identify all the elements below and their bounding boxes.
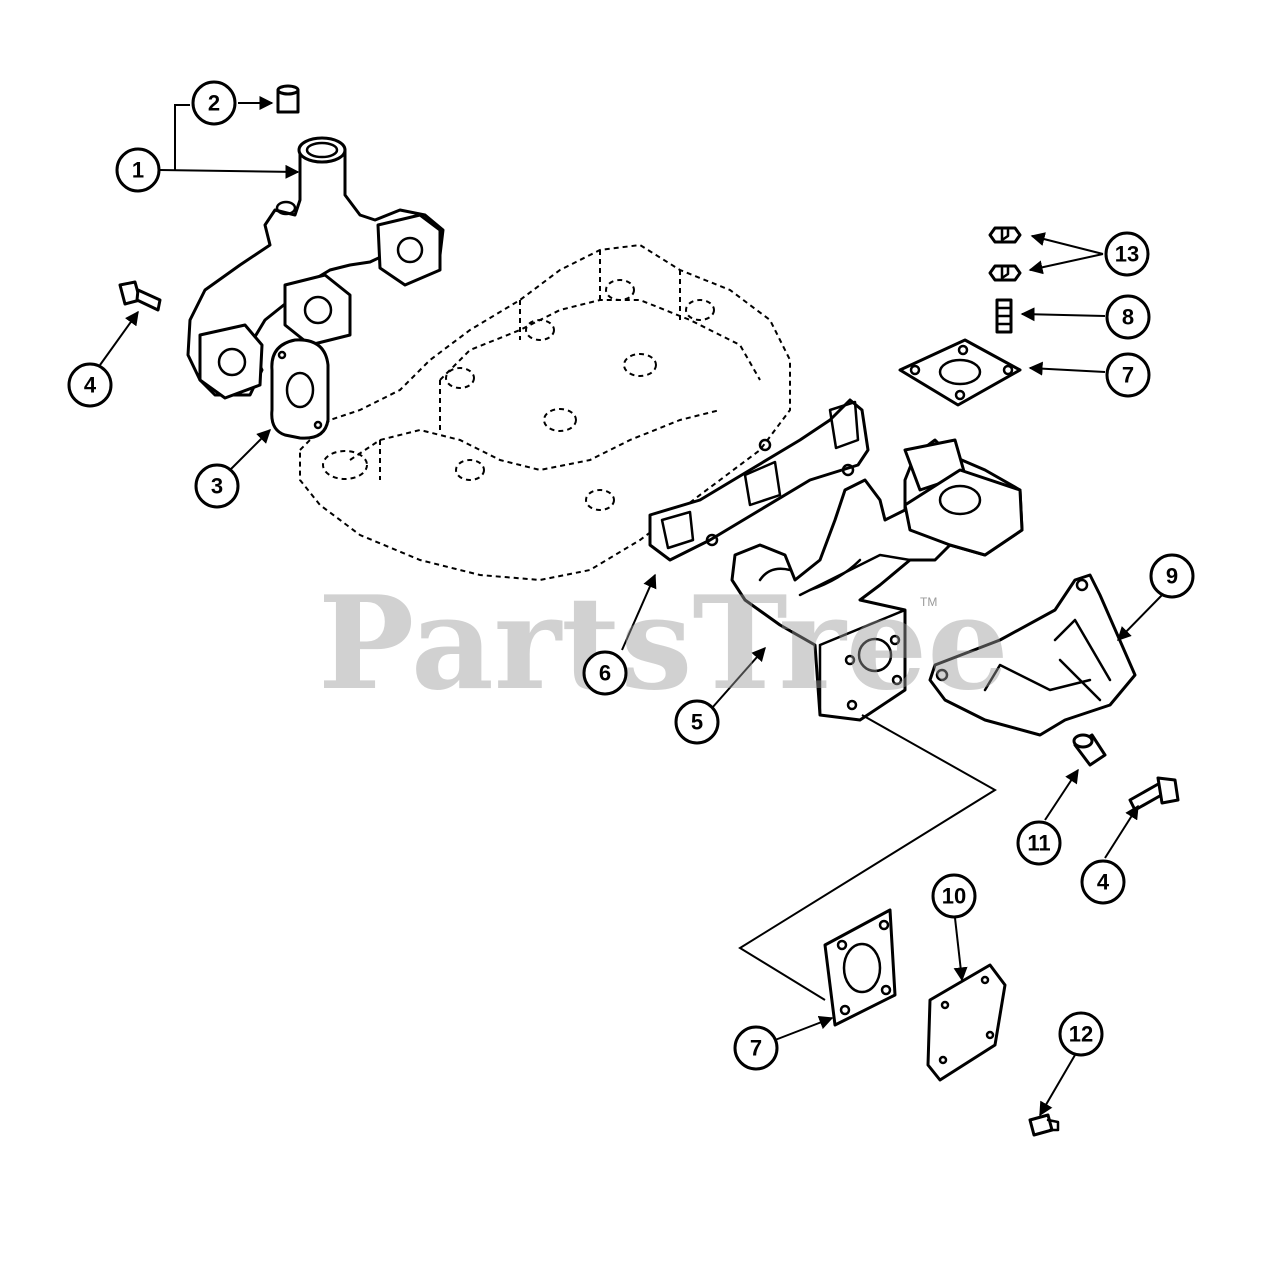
svg-text:2: 2: [208, 91, 220, 116]
svg-text:12: 12: [1069, 1022, 1093, 1047]
watermark-trademark: TM: [920, 595, 937, 609]
callout-4-left[interactable]: 4: [67, 362, 113, 408]
svg-text:4: 4: [1097, 870, 1110, 895]
callout-13[interactable]: 13: [1104, 231, 1150, 277]
spacer-part-11[interactable]: [1072, 733, 1107, 767]
plug-part-2[interactable]: [276, 84, 300, 114]
svg-text:13: 13: [1115, 242, 1139, 267]
svg-text:5: 5: [691, 710, 703, 735]
svg-text:3: 3: [211, 474, 223, 499]
leader-lines: [99, 96, 1166, 1117]
assembly-line: [738, 714, 997, 1001]
bolt-part-12[interactable]: [1028, 1113, 1060, 1137]
exhaust-gasket-part-6[interactable]: [648, 398, 870, 562]
svg-text:11: 11: [1027, 831, 1050, 856]
callout-1[interactable]: 1: [115, 147, 161, 193]
callout-6[interactable]: 6: [582, 650, 628, 696]
callout-5[interactable]: 5: [674, 699, 720, 745]
callout-4-right[interactable]: 4: [1080, 859, 1126, 905]
flange-gasket-part-7-lower[interactable]: [823, 908, 897, 1027]
bolt-part-4-right[interactable]: [1128, 776, 1180, 812]
callout-11[interactable]: 11: [1016, 820, 1062, 866]
svg-text:10: 10: [942, 884, 966, 909]
callout-9[interactable]: 9: [1149, 553, 1195, 599]
callout-7-upper[interactable]: 7: [1105, 352, 1151, 398]
heat-shield-part-9[interactable]: [928, 573, 1137, 737]
svg-text:1: 1: [132, 158, 144, 183]
water-manifold-part-1[interactable]: [186, 136, 445, 400]
watermark-text: PartsTree: [318, 569, 1009, 719]
svg-text:7: 7: [750, 1036, 762, 1061]
nut-part-13-upper[interactable]: [988, 226, 1022, 244]
exhaust-manifold-part-5[interactable]: [730, 438, 1024, 722]
svg-text:9: 9: [1166, 564, 1178, 589]
flange-gasket-part-7-upper[interactable]: [898, 338, 1022, 407]
parts-tree-watermark: PartsTree TM: [318, 569, 1009, 719]
cover-plate-part-10[interactable]: [926, 963, 1007, 1082]
stud-part-8[interactable]: [995, 298, 1013, 334]
bolt-part-4-left[interactable]: [118, 280, 162, 312]
cylinder-head-outline: [299, 243, 791, 582]
svg-text:8: 8: [1122, 305, 1134, 330]
nut-part-13-lower[interactable]: [988, 264, 1022, 282]
svg-text:4: 4: [84, 373, 97, 398]
gasket-part-3[interactable]: [270, 338, 330, 440]
callout-10[interactable]: 10: [931, 873, 977, 919]
svg-text:6: 6: [599, 661, 611, 686]
callout-12[interactable]: 12: [1058, 1011, 1104, 1057]
svg-text:7: 7: [1122, 363, 1134, 388]
callout-8[interactable]: 8: [1105, 294, 1151, 340]
callout-3[interactable]: 3: [194, 463, 240, 509]
callout-2[interactable]: 2: [191, 80, 237, 126]
callout-7-lower[interactable]: 7: [733, 1025, 779, 1071]
